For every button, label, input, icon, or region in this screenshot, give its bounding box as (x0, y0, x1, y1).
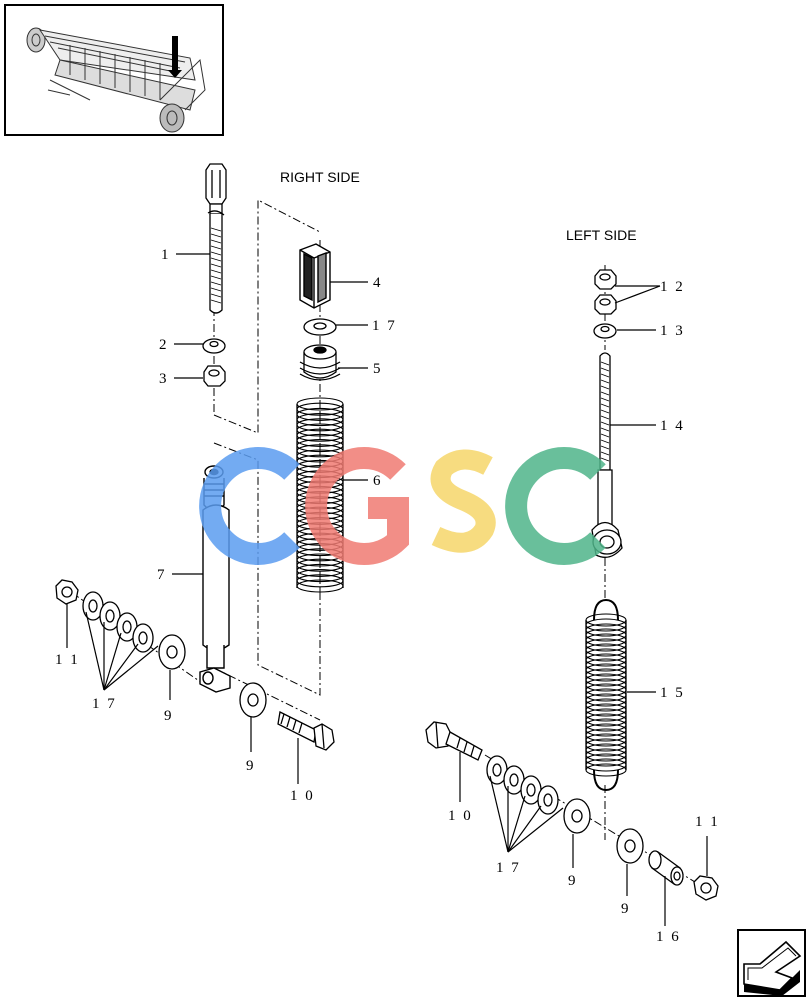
callout-9-c: 9 (568, 873, 578, 889)
watermark-letter-c-1 (199, 447, 300, 565)
callout-15: 1 5 (660, 685, 685, 701)
bolt-part-1[interactable] (205, 163, 227, 314)
next-page-arrow-icon[interactable] (737, 929, 806, 997)
callout-2: 2 (159, 337, 169, 353)
spring-hook (593, 598, 619, 621)
callout-6: 6 (373, 473, 383, 489)
baler-pickup-thumbnail-icon[interactable] (4, 4, 224, 136)
callout-13: 1 3 (660, 323, 685, 339)
watermark-letter-c-2 (505, 447, 606, 565)
watermark-letter-g (305, 447, 409, 565)
callout-14: 1 4 (660, 418, 685, 434)
washer-part-9-b[interactable] (239, 682, 267, 718)
washer-part-17-top[interactable] (303, 318, 337, 336)
callout-10-left: 1 0 (448, 808, 473, 824)
leader-lines (66, 253, 708, 926)
eye-bolt-part-14[interactable] (591, 352, 623, 558)
washer-part-9-a[interactable] (158, 634, 186, 670)
callout-11-right: 1 1 (55, 652, 80, 668)
callout-17-right: 1 7 (92, 696, 117, 712)
nut-part-12-lower[interactable] (594, 294, 617, 315)
callout-5: 5 (373, 361, 383, 377)
spring-cap-part-5[interactable] (299, 344, 341, 381)
callout-9-d: 9 (621, 901, 631, 917)
cgsc-watermark (199, 447, 606, 565)
nut-part-11-left[interactable] (693, 875, 719, 901)
callout-4: 4 (373, 275, 383, 291)
watermark-letter-s (430, 449, 496, 553)
callout-17-top: 1 7 (372, 318, 397, 334)
nut-part-3[interactable] (203, 365, 226, 387)
callout-7: 7 (157, 567, 167, 583)
washer-part-2[interactable] (202, 338, 226, 354)
callout-16: 1 6 (656, 929, 681, 945)
callout-1: 1 (161, 247, 171, 263)
washer-part-13[interactable] (593, 323, 617, 339)
right-side-title: RIGHT SIDE (280, 169, 360, 185)
washer-stack-part-17-left[interactable] (486, 755, 559, 815)
callout-3: 3 (159, 371, 169, 387)
spring-outline (585, 620, 627, 770)
bushing-part-16[interactable] (648, 850, 684, 886)
washer-part-9-d[interactable] (616, 828, 644, 864)
nut-part-12-upper[interactable] (594, 269, 617, 290)
bolt-part-10-left[interactable] (425, 721, 483, 761)
callout-11-left: 1 1 (695, 814, 720, 830)
left-side-title: LEFT SIDE (566, 227, 637, 243)
bracket-part-4[interactable] (299, 243, 331, 309)
callout-10-right: 1 0 (290, 788, 315, 804)
bolt-part-10-right[interactable] (277, 711, 335, 751)
washer-part-9-c[interactable] (563, 798, 591, 834)
callout-9-b: 9 (246, 758, 256, 774)
extension-spring-part-15[interactable] (585, 598, 627, 792)
callout-17-left: 1 7 (496, 860, 521, 876)
washer-stack-part-17-right[interactable] (82, 591, 154, 653)
spring-hook (593, 769, 619, 792)
callout-12: 1 2 (660, 279, 685, 295)
callout-labels: 1 2 3 4 5 6 7 1 7 1 1 1 7 9 9 1 0 1 2 1 … (55, 247, 720, 945)
callout-9-a: 9 (164, 708, 174, 724)
nut-part-11-right[interactable] (55, 579, 79, 605)
